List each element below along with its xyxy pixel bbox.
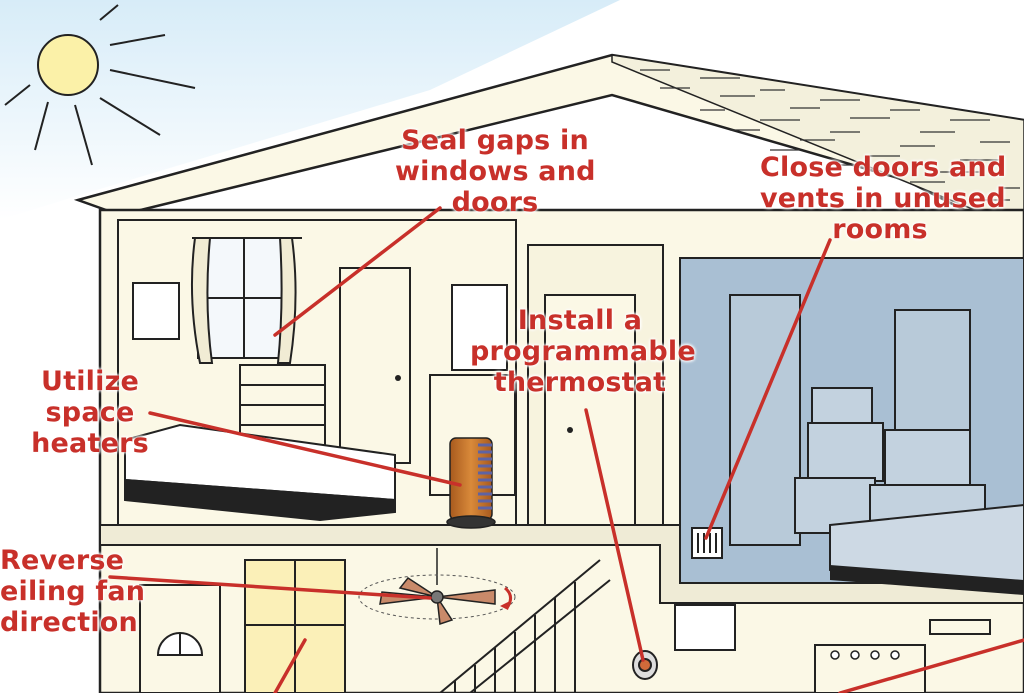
door-icon [339, 267, 411, 464]
callout-thermostat: Install a programmable thermostat [470, 305, 696, 398]
roof-shingles [611, 54, 1024, 231]
floor-slab [99, 524, 1024, 604]
callout-ceiling-fan-line-1: Reverse [0, 545, 125, 576]
dresser [239, 364, 326, 446]
callout-ceiling-fan-line-2: eiling fan [0, 576, 146, 607]
unused-room-door [729, 294, 801, 546]
wall-picture [132, 282, 180, 340]
callout-space-heaters-line-3: heaters [31, 428, 149, 459]
mirror [451, 284, 508, 371]
thermostat-icon [632, 650, 658, 680]
callout-space-heaters-line-1: Utilize [40, 366, 140, 397]
shingle-marks [640, 69, 1020, 201]
callout-ceiling-fan: Reverse eiling fan direction [0, 545, 146, 638]
callout-leader-lines [108, 206, 1024, 693]
window-icon [190, 237, 302, 364]
callout-close-doors: Close doors and vents in unused rooms [760, 152, 1007, 245]
callout-close-doors-line-2: vents in unused [760, 183, 1006, 214]
callout-space-heaters-line-2: space [45, 397, 135, 428]
sun-icon [4, 4, 196, 166]
stairs-icon [439, 559, 611, 693]
lower-picture [674, 604, 736, 651]
callout-seal-gaps-line-2: windows and [395, 156, 596, 187]
unused-room-bed [829, 503, 1024, 585]
callout-seal-gaps-line-1: Seal gaps in [401, 125, 589, 156]
callout-thermostat-line-2: programmable [470, 336, 696, 367]
sky-background [0, 0, 620, 220]
callout-seal-gaps-line-3: doors [451, 187, 539, 218]
callout-thermostat-line-1: Install a [517, 305, 643, 336]
bed-icon [124, 423, 396, 522]
wall-shelf [929, 619, 991, 635]
callout-ceiling-fan-line-3: direction [0, 607, 138, 638]
space-heater-icon [446, 437, 496, 529]
front-door [139, 584, 221, 693]
callout-close-doors-line-1: Close doors and [760, 152, 1007, 183]
callout-thermostat-line-3: thermostat [493, 367, 667, 398]
callout-close-doors-line-3: rooms [832, 214, 928, 245]
callout-seal-gaps: Seal gaps in windows and doors [395, 125, 595, 218]
callout-space-heaters: Utilize space heaters [30, 366, 150, 459]
hallway-door [544, 294, 636, 526]
